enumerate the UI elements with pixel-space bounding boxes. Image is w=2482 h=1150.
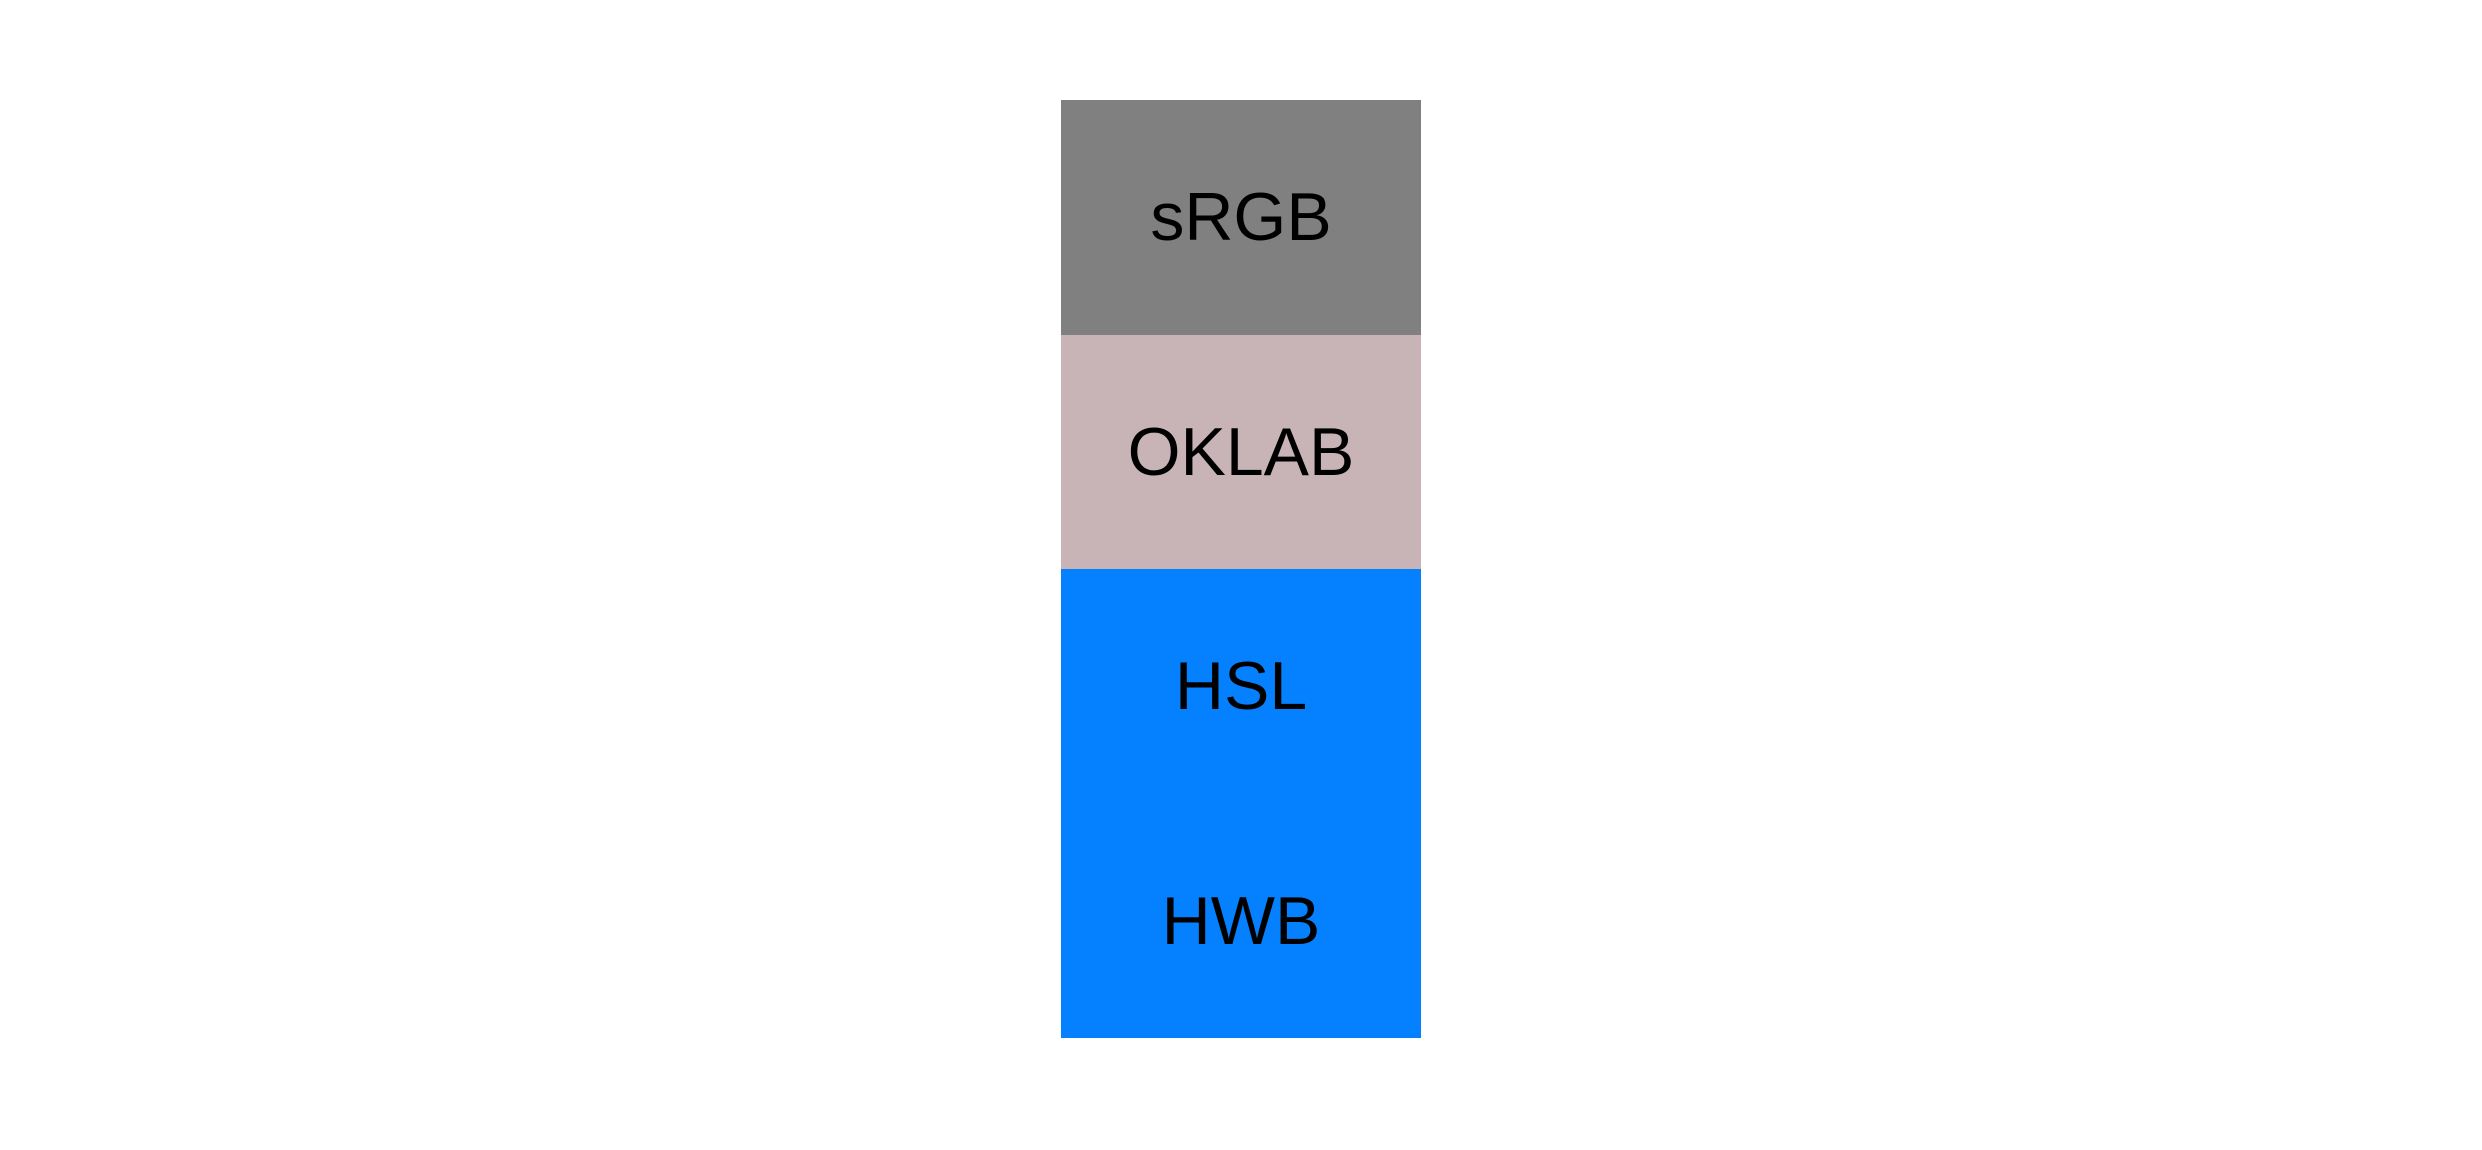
- swatch-label-oklab: OKLAB: [1127, 413, 1355, 490]
- swatch-oklab: OKLAB: [1061, 334, 1421, 569]
- swatch-label-srgb: sRGB: [1150, 179, 1332, 256]
- swatch-srgb: sRGB: [1061, 100, 1421, 335]
- swatch-hwb: HWB: [1061, 803, 1421, 1038]
- swatch-label-hsl: HSL: [1174, 648, 1308, 725]
- color-interpolation-swatch-stack: sRGB OKLAB HSL HWB: [1061, 100, 1421, 1038]
- swatch-label-hwb: HWB: [1161, 882, 1321, 959]
- swatch-hsl: HSL: [1061, 569, 1421, 804]
